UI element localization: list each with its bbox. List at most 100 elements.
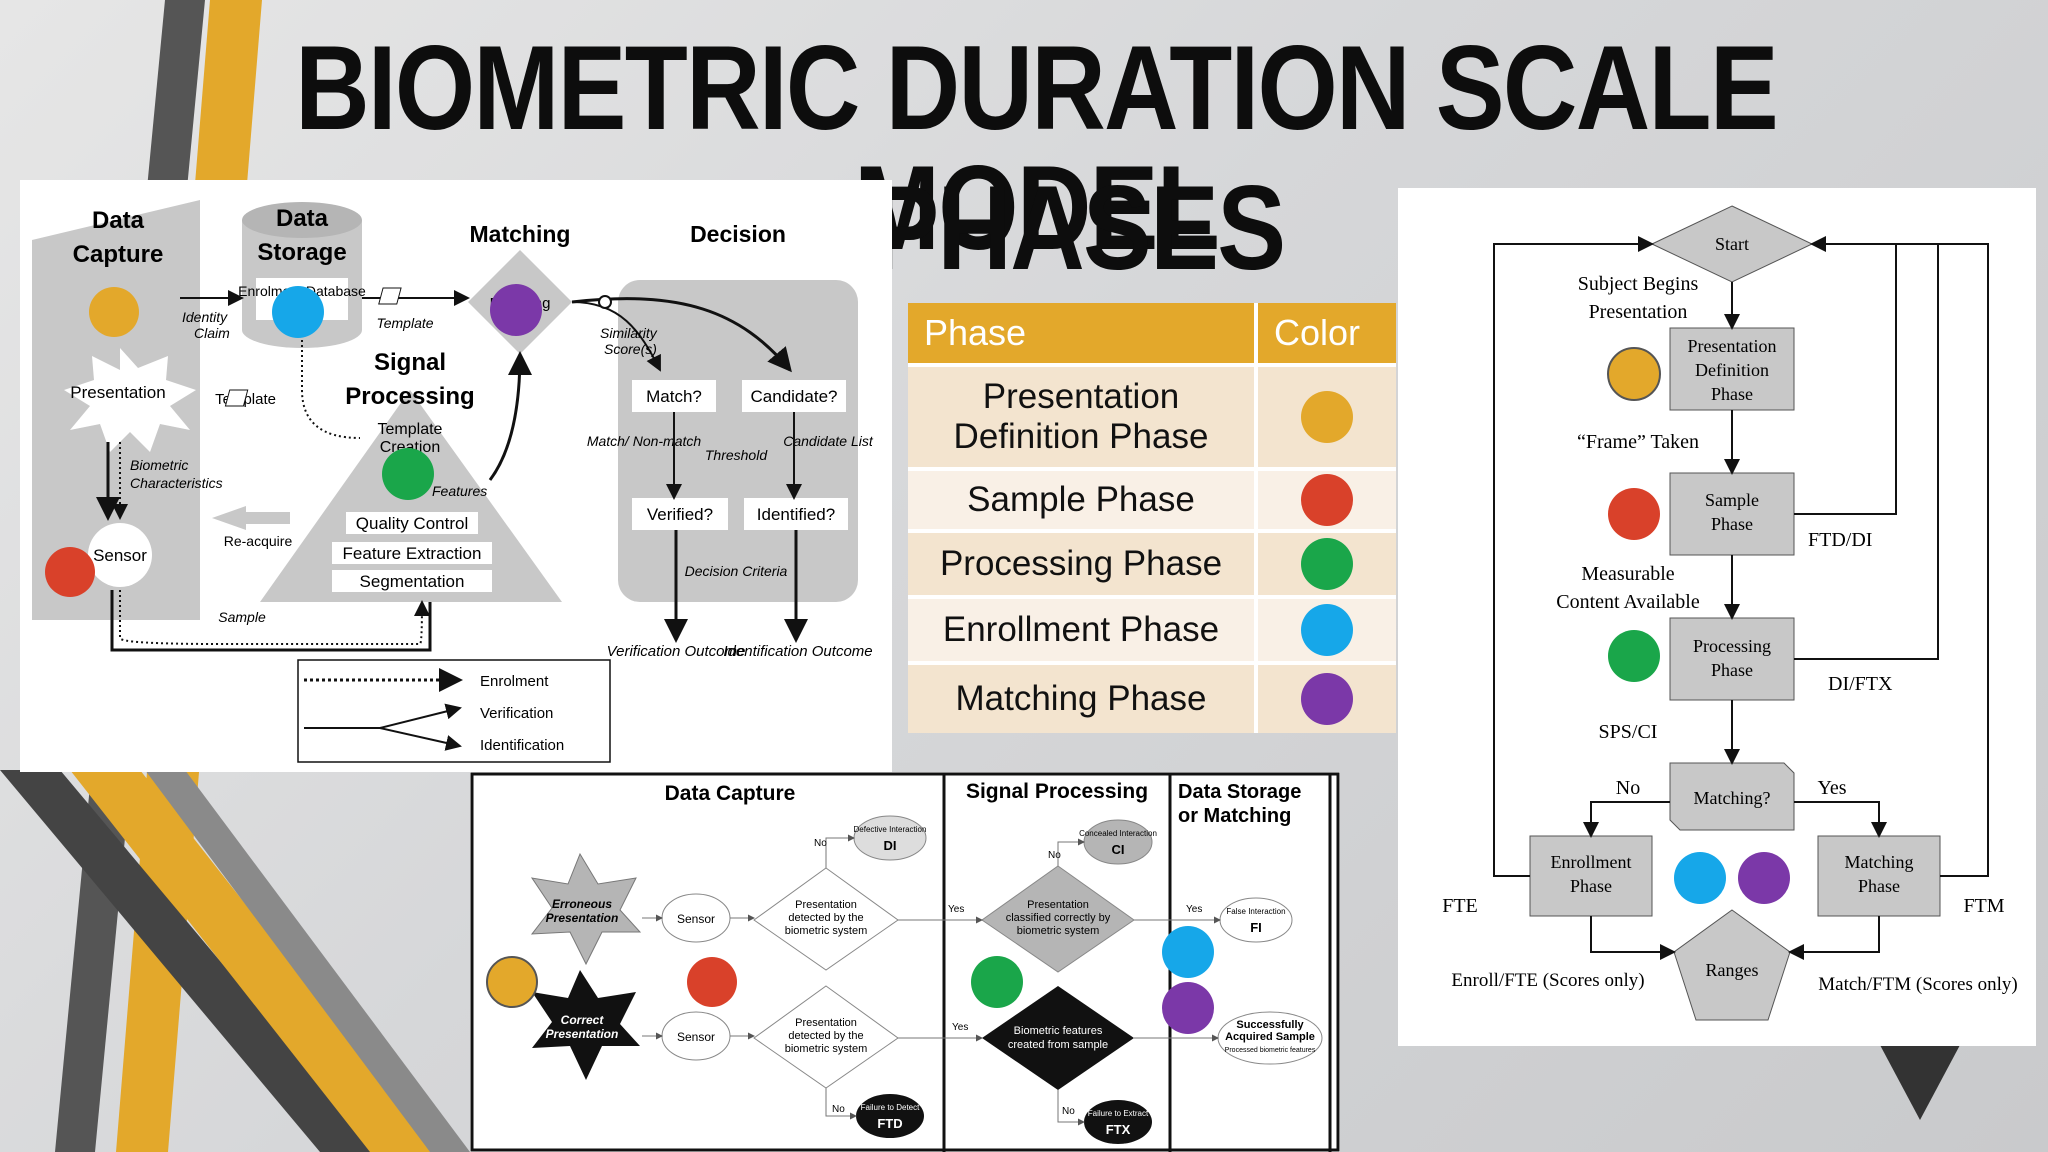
gold-color-dot <box>1301 391 1353 443</box>
conn <box>825 1088 857 1120</box>
sensor-node <box>88 523 152 587</box>
table-header-color: Color <box>1256 303 1396 365</box>
identified-node <box>744 498 848 530</box>
mp-1: Matching <box>1845 852 1914 872</box>
matching-phase-box <box>1817 835 1941 917</box>
header-data-capture: Data <box>92 207 145 234</box>
table-header-phase: Phase <box>908 303 1258 365</box>
fte-loop <box>1493 236 1654 877</box>
features-diamond <box>982 986 1134 1090</box>
start-label: Start <box>1715 234 1749 254</box>
detected-bottom-1: Presentation <box>795 1017 857 1029</box>
segmentation-box <box>332 570 492 592</box>
ci-code: CI <box>1112 842 1125 857</box>
phase-name-cell: Processing Phase <box>908 529 1258 597</box>
phase-color-cell <box>1256 661 1396 733</box>
features-1: Biometric features <box>1014 1025 1103 1037</box>
enrolment-path <box>301 340 361 439</box>
frame-taken: “Frame” Taken <box>1577 431 1699 453</box>
legend-verification: Verification <box>480 705 553 722</box>
correct-label-2: Presentation <box>546 1027 619 1041</box>
erroneous-presentation-star <box>530 852 642 966</box>
table-row: Processing Phase <box>908 529 1396 597</box>
classified-diamond <box>981 865 1135 973</box>
yes-label: Yes <box>1817 777 1846 799</box>
features-label: Features <box>432 483 487 499</box>
di-ftx-label: DI/FTX <box>1828 673 1893 695</box>
enrollment-phase-dot <box>272 286 324 338</box>
phase-color-cell <box>1256 595 1396 663</box>
pd-2: Definition <box>1695 360 1769 380</box>
sample-path-solid <box>110 590 432 652</box>
pp-2: Phase <box>1711 660 1753 680</box>
biometric-label: Biometric <box>130 457 188 473</box>
sps-ci-label: SPS/CI <box>1599 721 1658 743</box>
bottom-header-matching: or Matching <box>1178 805 1291 827</box>
phase-color-table: Phase Color Presentation Definition Phas… <box>908 303 1396 733</box>
template-icon-2 <box>224 389 249 407</box>
ftx-code: FTX <box>1106 1122 1131 1137</box>
sensor-label: Sensor <box>93 546 147 565</box>
yes-label: Yes <box>948 904 964 915</box>
decision-criteria-label: Decision Criteria <box>685 563 788 579</box>
measurable-1: Measurable <box>1581 563 1674 585</box>
yes-label: Yes <box>1186 904 1202 915</box>
error-flow-diagram: Data Capture Signal Processing Data Stor… <box>470 772 1340 1152</box>
bottom-header-storage: Data Storage <box>1178 781 1301 803</box>
sensor-bottom-label: Sensor <box>677 1030 715 1044</box>
detected-top-1: Presentation <box>795 899 857 911</box>
database-top <box>242 202 362 238</box>
template-label: Template <box>376 315 433 331</box>
scores-label: Score(s) <box>604 341 657 357</box>
ranges-pentagon <box>1673 909 1791 1021</box>
classified-1: Presentation <box>1027 899 1089 911</box>
threshold-label: Threshold <box>705 447 768 463</box>
correct-presentation-star <box>532 970 640 1080</box>
ftd-node <box>856 1094 924 1138</box>
mp-2: Phase <box>1858 876 1900 896</box>
blue-color-dot <box>1301 604 1353 656</box>
arrow-yes <box>1794 801 1887 838</box>
stripe-gray-bottom <box>145 770 470 1152</box>
correct-label: Correct <box>561 1013 605 1027</box>
arrow-enroll-ranges <box>1590 916 1676 960</box>
ep-2: Phase <box>1570 876 1612 896</box>
matching-phase-dot <box>1162 982 1214 1034</box>
legend-identification: Identification <box>480 737 564 754</box>
yes-label: Yes <box>952 1022 968 1033</box>
subject-begins-2: Presentation <box>1589 301 1688 323</box>
no-label: No <box>814 838 827 849</box>
matching-decision-box <box>1669 762 1795 831</box>
enrollment-phase-box <box>1529 835 1653 917</box>
identification-outcome-label: Identification Outcome <box>723 643 872 660</box>
phase-name-cell: Presentation Definition Phase <box>908 363 1258 469</box>
red-color-dot <box>1301 474 1353 526</box>
processing-phase-box <box>1669 617 1795 701</box>
ftx-small: Failure to Extract <box>1088 1109 1149 1118</box>
quality-control-box <box>346 512 478 534</box>
features-to-matching <box>488 351 532 481</box>
fi-small: False Interaction <box>1226 907 1285 916</box>
fte-label: FTE <box>1442 895 1478 917</box>
segmentation-label: Segmentation <box>360 572 465 591</box>
header-processing: Processing <box>345 383 474 410</box>
table-row: Matching Phase <box>908 661 1396 733</box>
sensor-top-label: Sensor <box>677 912 715 926</box>
characteristics-label: Characteristics <box>130 475 223 491</box>
presentation-label: Presentation <box>70 383 165 402</box>
bottom-header-capture: Data Capture <box>665 782 796 805</box>
header-data-storage: Data <box>276 205 329 232</box>
bottom-frame <box>470 772 1340 1152</box>
match-scores-label: Match/FTM (Scores only) <box>1818 974 2017 995</box>
classified-3: biometric system <box>1017 925 1100 937</box>
detected-bottom-3: biometric system <box>785 1043 868 1055</box>
conn <box>1057 1090 1085 1126</box>
features-2: created from sample <box>1008 1039 1108 1051</box>
phase-name-cell: Enrollment Phase <box>908 595 1258 663</box>
ftm-label: FTM <box>1963 895 2004 917</box>
similarity-node <box>598 295 612 309</box>
classified-2: classified correctly by <box>1006 912 1111 924</box>
identified-label: Identified? <box>757 505 835 524</box>
no-label: No <box>1062 1106 1075 1117</box>
presentation-phase-dot <box>89 287 139 337</box>
